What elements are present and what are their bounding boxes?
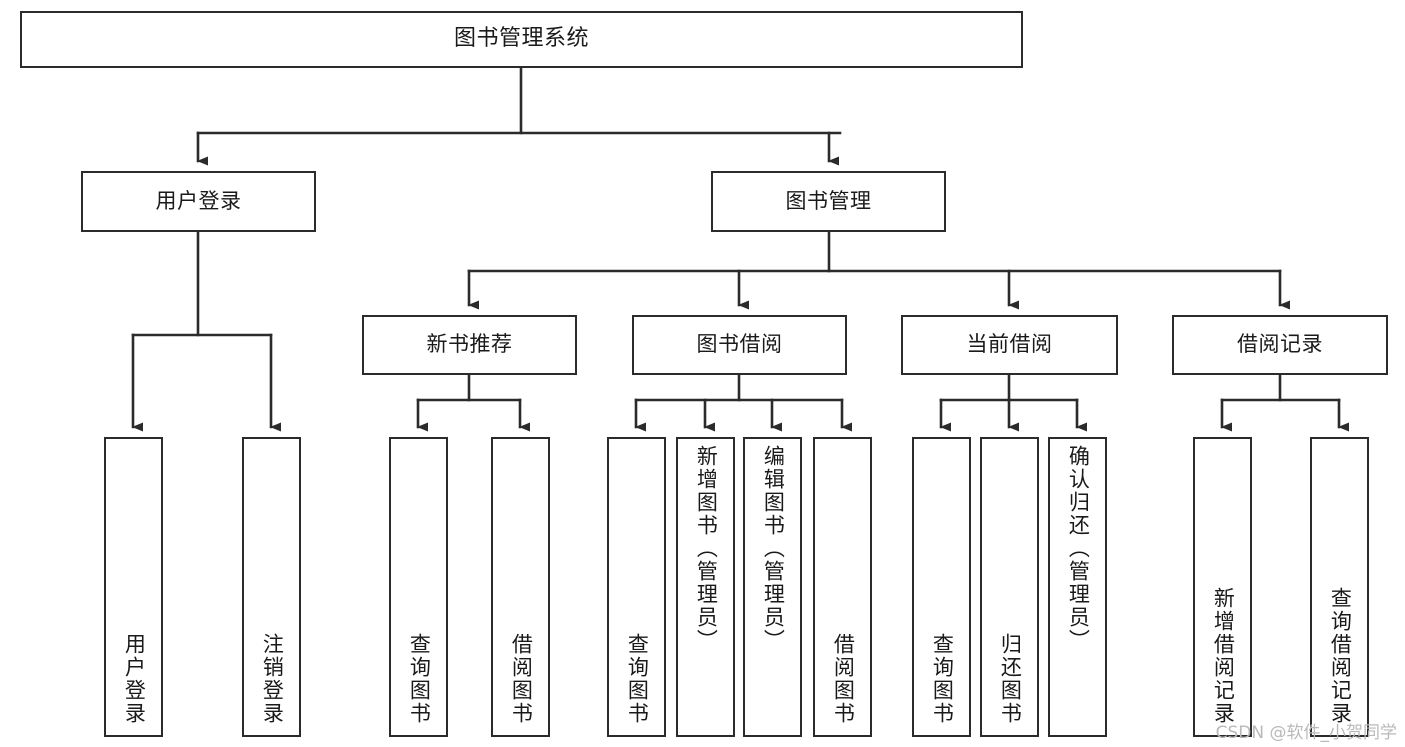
csdn-watermark: CSDN @软件_小贺同学 — [1215, 723, 1397, 743]
leaf-query-borrow-record[interactable]: 查询借阅记录 — [1310, 437, 1369, 737]
node-label: 用户登录 — [122, 633, 147, 725]
leaf-borrow-book-borrow[interactable]: 借阅图书 — [813, 437, 872, 737]
node-label: 借阅记录 — [1237, 332, 1323, 357]
node-current-borrow[interactable]: 当前借阅 — [901, 315, 1118, 375]
node-label: 当前借阅 — [966, 332, 1053, 357]
node-label: 查询图书 — [930, 633, 955, 725]
node-label: 借阅图书 — [509, 633, 534, 725]
node-label: 新增借阅记录 — [1211, 587, 1236, 725]
node-label: 查询借阅记录 — [1328, 587, 1353, 725]
leaf-return-book[interactable]: 归还图书 — [980, 437, 1039, 737]
node-label: 查询图书 — [407, 633, 432, 725]
node-label: 用户登录 — [155, 188, 242, 213]
leaf-user-login[interactable]: 用户登录 — [104, 437, 163, 737]
leaf-borrow-book-new-recommend[interactable]: 借阅图书 — [491, 437, 550, 737]
leaf-query-book-current[interactable]: 查询图书 — [912, 437, 971, 737]
leaf-query-book-borrow[interactable]: 查询图书 — [607, 437, 666, 737]
node-root-book-management-system[interactable]: 图书管理系统 — [20, 11, 1023, 68]
leaf-confirm-return-admin[interactable]: 确认归还（管理员） — [1048, 437, 1107, 737]
node-label: 图书管理系统 — [453, 26, 589, 52]
node-label: 新增图书（管理员） — [694, 445, 719, 652]
leaf-add-book-admin[interactable]: 新增图书（管理员） — [676, 437, 735, 737]
node-label: 确认归还（管理员） — [1066, 445, 1091, 652]
node-book-borrow[interactable]: 图书借阅 — [632, 315, 847, 375]
node-new-book-recommend[interactable]: 新书推荐 — [362, 315, 577, 375]
node-borrow-record[interactable]: 借阅记录 — [1172, 315, 1388, 375]
node-label: 归还图书 — [998, 633, 1023, 725]
node-label: 编辑图书（管理员） — [761, 445, 786, 652]
node-book-management[interactable]: 图书管理 — [711, 171, 946, 232]
leaf-logout-login[interactable]: 注销登录 — [242, 437, 301, 737]
leaf-edit-book-admin[interactable]: 编辑图书（管理员） — [743, 437, 802, 737]
node-label: 图书借阅 — [696, 332, 783, 357]
node-label: 新书推荐 — [426, 332, 513, 357]
node-label: 查询图书 — [625, 633, 650, 725]
node-user-login[interactable]: 用户登录 — [81, 171, 316, 232]
node-label: 注销登录 — [260, 633, 285, 725]
node-label: 借阅图书 — [831, 633, 856, 725]
leaf-add-borrow-record[interactable]: 新增借阅记录 — [1193, 437, 1252, 737]
node-label: 图书管理 — [785, 188, 872, 213]
leaf-query-book-new-recommend[interactable]: 查询图书 — [389, 437, 448, 737]
